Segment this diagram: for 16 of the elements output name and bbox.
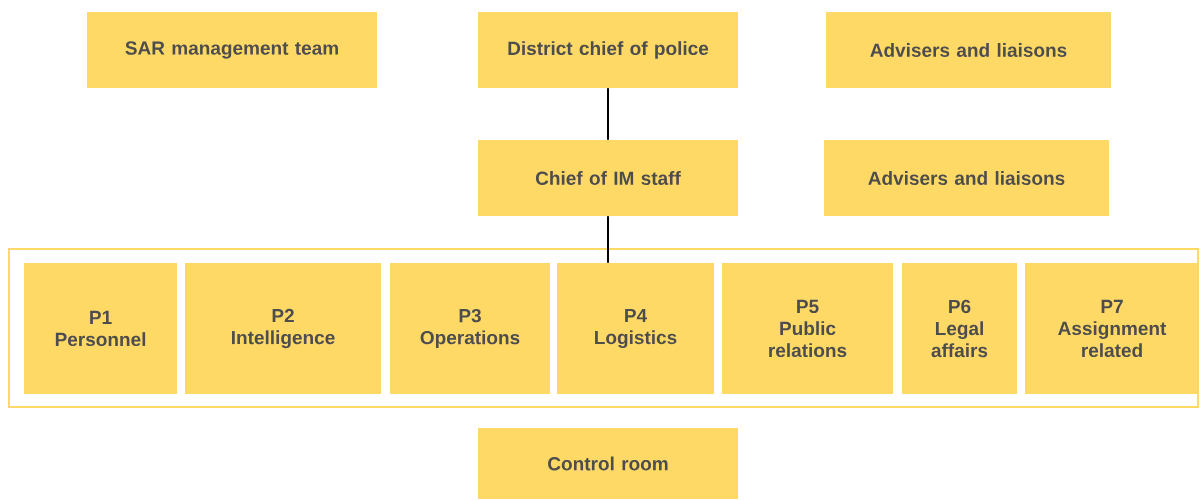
role-box: District chief of police [478, 12, 738, 88]
department-box: P4 Logistics [557, 263, 714, 394]
role-box: SAR management team [87, 12, 377, 88]
department-box: P1 Personnel [24, 263, 177, 394]
connector-line [607, 87, 609, 141]
role-box: Control room [478, 428, 738, 499]
connector-line [607, 215, 609, 264]
department-box: P6 Legal affairs [902, 263, 1017, 394]
role-box: Chief of IM staff [478, 140, 738, 216]
role-box: Advisers and liaisons [824, 140, 1109, 216]
department-box: P3 Operations [390, 263, 550, 394]
role-box: Advisers and liaisons [826, 12, 1111, 88]
department-box: P7 Assignment related [1025, 263, 1199, 394]
group-frame [8, 248, 1199, 408]
department-box: P2 Intelligence [185, 263, 381, 394]
department-box: P5 Public relations [722, 263, 893, 394]
